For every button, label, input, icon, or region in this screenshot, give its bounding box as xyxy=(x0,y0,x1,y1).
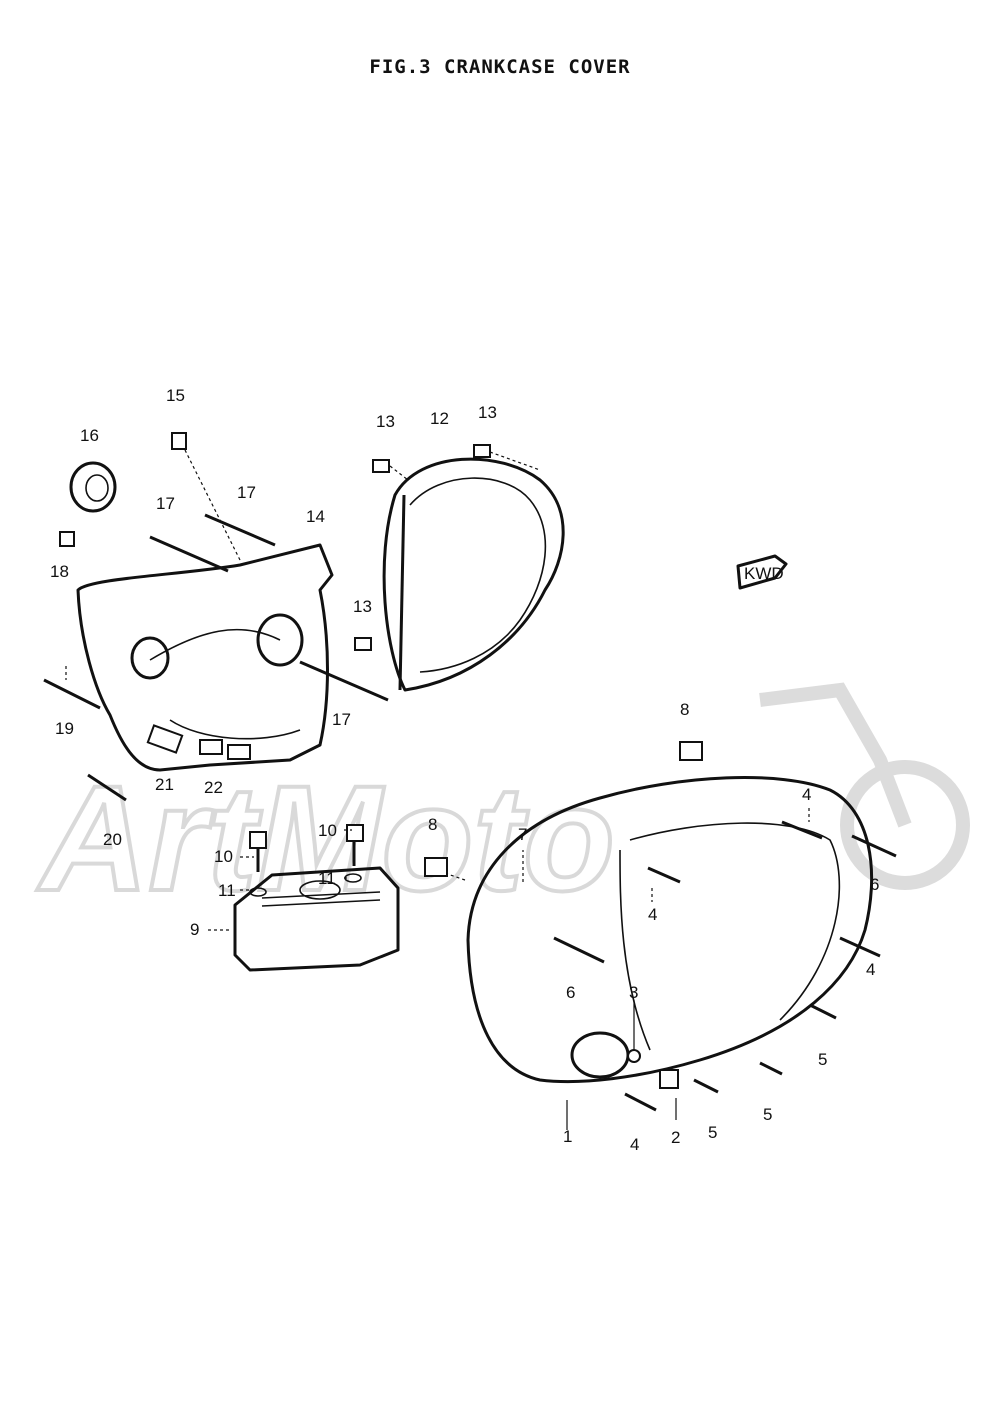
dowel-8-group xyxy=(424,741,703,877)
cover-screw-group xyxy=(553,820,897,1112)
callout-2: 2 xyxy=(671,1128,680,1147)
bolt-17-group xyxy=(149,513,389,702)
bolt-10-group xyxy=(249,824,364,897)
direction-marker-label: KWD xyxy=(744,564,784,583)
callout-11b: 11 xyxy=(318,869,336,888)
crankcase-cover-part xyxy=(429,776,874,1084)
figure-title: FIG.3 CRANKCASE COVER xyxy=(369,56,631,78)
callout-8b: 8 xyxy=(428,815,437,834)
callout-19: 19 xyxy=(55,719,74,738)
oil-seal-part xyxy=(69,461,117,513)
callout-5c: 5 xyxy=(708,1123,717,1142)
callout-1: 1 xyxy=(563,1127,572,1146)
inner-cover-part xyxy=(382,457,565,692)
callout-15: 15 xyxy=(166,386,185,405)
dowel-parts xyxy=(146,724,251,760)
callout-5b: 5 xyxy=(763,1105,772,1124)
watermark-logo: ArtMoto xyxy=(34,682,970,924)
callout-17a: 17 xyxy=(156,494,175,513)
callout-10b: 10 xyxy=(318,821,337,840)
callout-4c: 4 xyxy=(866,960,875,979)
callout-21: 21 xyxy=(155,775,174,794)
cover-block-part xyxy=(233,866,400,972)
plug-part xyxy=(171,432,241,561)
callout-14: 14 xyxy=(306,507,325,526)
leader-lines xyxy=(65,666,810,1130)
callout-16: 16 xyxy=(80,426,99,445)
callout-3: 3 xyxy=(629,983,638,1002)
callout-6b: 6 xyxy=(566,983,575,1002)
callout-13b: 13 xyxy=(478,403,497,422)
callout-4d: 4 xyxy=(630,1135,639,1154)
callout-12: 12 xyxy=(430,409,449,428)
callout-17b: 17 xyxy=(237,483,256,502)
callout-11a: 11 xyxy=(218,881,236,900)
callout-17c: 17 xyxy=(332,710,351,729)
callout-13c: 13 xyxy=(353,597,372,616)
callout-20: 20 xyxy=(103,830,122,849)
callout-4a: 4 xyxy=(802,785,811,804)
callout-10a: 10 xyxy=(214,847,233,866)
callout-18: 18 xyxy=(50,562,69,581)
callout-13a: 13 xyxy=(376,412,395,431)
callout-4b: 4 xyxy=(648,905,657,924)
callout-22: 22 xyxy=(204,778,223,797)
callout-5a: 5 xyxy=(818,1050,827,1069)
callout-9: 9 xyxy=(190,920,199,939)
callout-7: 7 xyxy=(518,825,527,844)
callout-labels: 1 2 3 4 4 4 4 5 5 5 6 6 7 8 8 9 10 10 11… xyxy=(50,386,879,1154)
magneto-housing-part xyxy=(76,543,334,772)
screw-13-group xyxy=(354,444,541,651)
callout-6a: 6 xyxy=(870,875,879,894)
direction-marker: KWD xyxy=(736,554,788,590)
bolt-small-group xyxy=(43,531,127,802)
callout-8a: 8 xyxy=(680,700,689,719)
